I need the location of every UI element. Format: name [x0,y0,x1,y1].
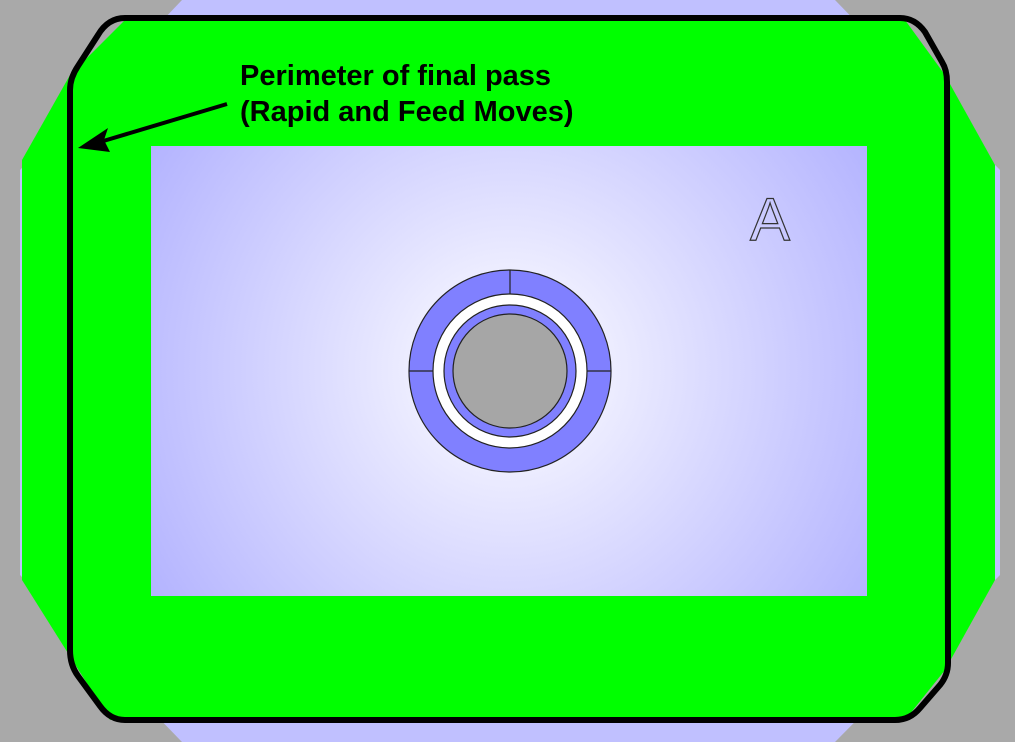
annotation-label: Perimeter of final pass (Rapid and Feed … [240,58,574,130]
annotation-line-2: (Rapid and Feed Moves) [240,96,574,128]
final-pass-perimeter [67,15,952,723]
arrow-icon [78,102,228,152]
center-boss [408,269,612,473]
annotation-line-1: Perimeter of final pass [240,60,552,92]
face-label: A [750,186,790,253]
